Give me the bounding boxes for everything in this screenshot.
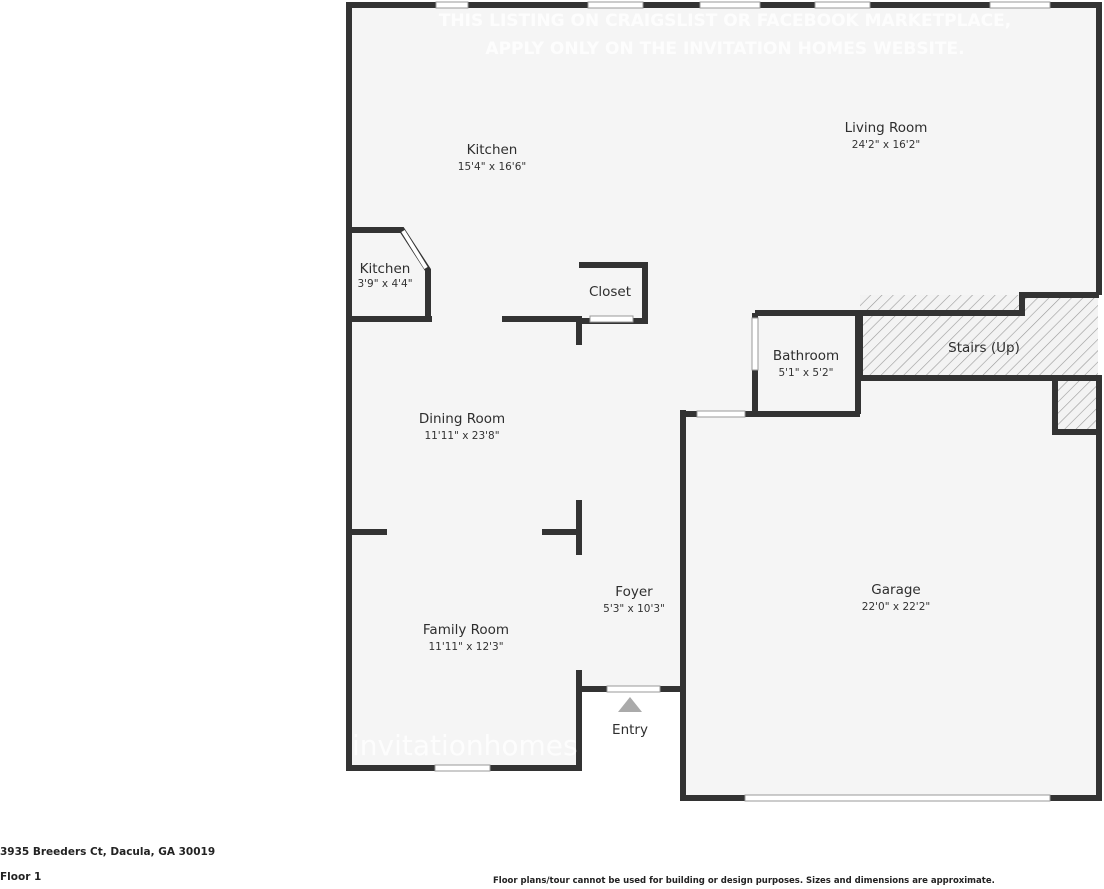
entry-arrow-icon [618,697,642,712]
windows [401,1,1051,802]
floor-area [349,5,1099,798]
floor-label: Floor 1 [0,871,42,883]
room-stairs: Stairs (Up) [948,340,1020,356]
room-entry: Entry [612,722,648,738]
watermark-line2: APPLY ONLY ON THE INVITATION HOMES WEBSI… [485,39,965,59]
watermark-logo: invitationhomes [352,729,578,762]
stairs-small-hatch [1055,380,1097,432]
room-closet: Closet [588,284,632,300]
disclaimer: Floor plans/tour cannot be used for buil… [493,876,995,886]
address: 3935 Breeders Ct, Dacula, GA 30019 [0,846,216,858]
watermark-line1: THIS LISTING ON CRAIGSLIST OR FACEBOOK M… [438,11,1012,31]
stairs-hatch [860,295,1098,377]
